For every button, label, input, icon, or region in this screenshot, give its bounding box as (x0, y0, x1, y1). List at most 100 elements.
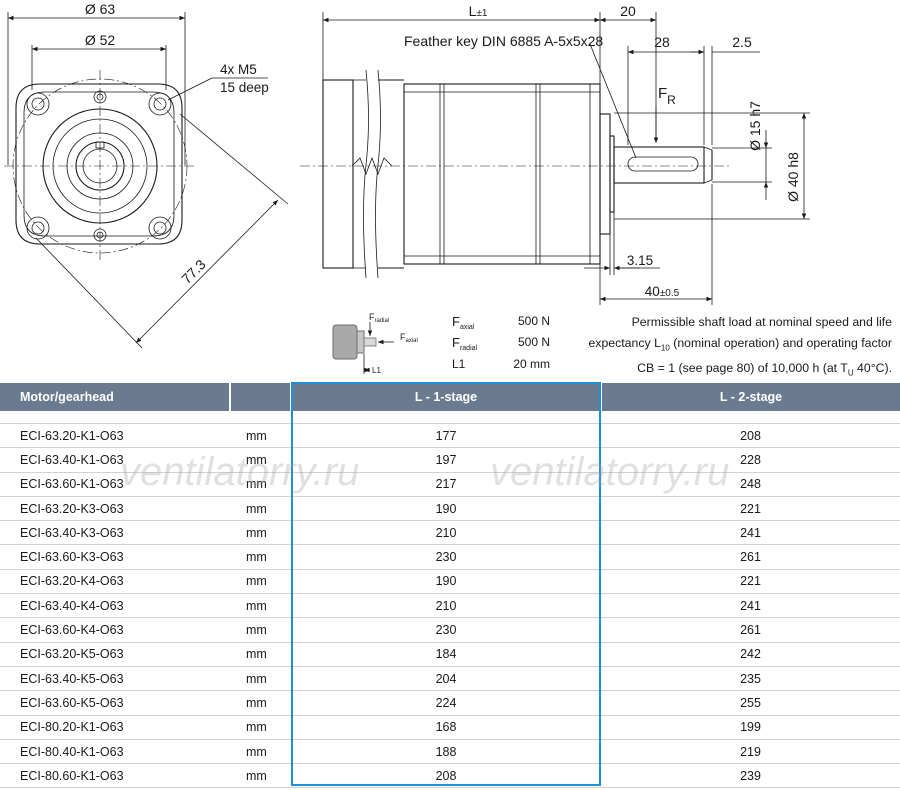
cell-model: ECI-63.20-K4-O63 (0, 569, 230, 595)
dim-L: L (469, 3, 477, 19)
dim-diagonal: 77.3 (178, 256, 209, 287)
cell-unit: mm (230, 569, 291, 595)
load-axial-symbol: F (452, 314, 460, 329)
cell-model: ECI-63.40-K4-O63 (0, 593, 230, 619)
cell-l-1-stage: 210 (291, 593, 601, 619)
label-thread: 4x M5 (220, 62, 257, 77)
load-axial-value: 500 N (517, 314, 550, 328)
load-l1-value: 20 mm (513, 357, 550, 371)
header-motor-gearhead: Motor/gearhead (0, 383, 231, 411)
cell-model: ECI-63.40-K3-O63 (0, 520, 230, 546)
cell-l-2-stage: 208 (601, 423, 900, 449)
cell-l-1-stage: 197 (291, 447, 601, 473)
diagram-l1: L1 (372, 366, 381, 375)
front-view: Ø 63 Ø 52 4x M5 15 deep (4, 1, 289, 349)
label-fr-sub: R (667, 93, 676, 107)
cell-unit: mm (230, 763, 291, 789)
cell-unit: mm (230, 666, 291, 692)
cell-unit: mm (230, 642, 291, 667)
cell-l-2-stage: 241 (601, 593, 900, 619)
cell-unit: mm (230, 739, 291, 765)
cell-l-1-stage: 184 (291, 642, 601, 667)
cell-l-1-stage: 210 (291, 520, 601, 546)
dim-28: 28 (654, 34, 670, 50)
cell-model: ECI-63.60-K5-O63 (0, 690, 230, 716)
cell-unit: mm (230, 447, 291, 473)
note-line-2-b: (nominal operation) and operating factor (669, 336, 892, 350)
cell-l-1-stage: 208 (291, 763, 601, 789)
shaft-load-note: Permissible shaft load at nominal speed … (560, 312, 892, 384)
technical-drawing: Ø 63 Ø 52 4x M5 15 deep (4, 1, 810, 375)
dim-40: 40 (645, 284, 660, 299)
cell-l-1-stage: 230 (291, 544, 601, 570)
table-spacer-row (0, 411, 900, 424)
svg-text:40±0.5: 40±0.5 (645, 284, 680, 299)
note-line-2-a: expectancy L (588, 336, 661, 350)
load-radial-value: 500 N (517, 335, 550, 349)
cell-unit: mm (230, 423, 291, 449)
cell-unit: mm (230, 617, 291, 643)
load-axial: Faxial 500 N (452, 314, 550, 332)
cell-unit: mm (230, 593, 291, 619)
label-feather-key: Feather key DIN 6885 A-5x5x28 (404, 33, 603, 49)
diagram-f-axial: F (400, 332, 406, 342)
cell-unit: mm (230, 472, 291, 497)
cell-l-2-stage: 248 (601, 472, 900, 497)
cell-l-1-stage: 188 (291, 739, 601, 765)
svg-text:FR: FR (658, 85, 676, 107)
header-l-1-stage: L - 1-stage (291, 383, 602, 411)
cell-l-2-stage: 199 (601, 715, 900, 740)
load-axial-sub: axial (459, 324, 475, 331)
cell-l-2-stage: 255 (601, 690, 900, 716)
load-l1-symbol: L1 (452, 357, 466, 371)
note-line-2: expectancy L10 (nominal operation) and o… (560, 333, 892, 358)
dim-L-tol: ±1 (476, 8, 487, 19)
cell-l-2-stage: 221 (601, 496, 900, 522)
cell-l-1-stage: 177 (291, 423, 601, 449)
cell-model: ECI-80.60-K1-O63 (0, 763, 230, 789)
note-line-3-a: CB = 1 (see page 80) of 10,000 h (at T (637, 361, 848, 376)
cell-l-1-stage: 217 (291, 472, 601, 497)
cell-l-2-stage: 221 (601, 569, 900, 595)
dim-d15: Ø 15 h7 (747, 101, 763, 151)
cell-l-2-stage: 228 (601, 447, 900, 473)
note-line-1: Permissible shaft load at nominal speed … (631, 315, 892, 329)
diagram-f-axial-sub: axial (406, 338, 418, 344)
cell-model: ECI-63.20-K3-O63 (0, 496, 230, 522)
cell-l-2-stage: 235 (601, 666, 900, 692)
dim-20: 20 (620, 3, 636, 19)
diagram-f-radial-sub: radial (375, 318, 390, 324)
cell-l-1-stage: 190 (291, 496, 601, 522)
cell-l-1-stage: 230 (291, 617, 601, 643)
cell-l-1-stage: 190 (291, 569, 601, 595)
cell-l-1-stage: 204 (291, 666, 601, 692)
svg-text:Fradial: Fradial (369, 312, 389, 324)
header-l-2-stage: L - 2-stage (601, 383, 900, 411)
note-line-3-sub: U (847, 368, 854, 378)
load-diagram: Fradial Faxial L1 (332, 312, 418, 375)
table-header-row: Motor/gearhead L - 1-stage L - 2-stage (0, 383, 900, 411)
label-fr: F (658, 85, 667, 102)
cell-model: ECI-63.40-K5-O63 (0, 666, 230, 692)
cell-l-1-stage: 224 (291, 690, 601, 716)
dim-d63: Ø 63 (85, 1, 116, 17)
cell-unit: mm (230, 690, 291, 716)
cell-model: ECI-63.40-K1-O63 (0, 447, 230, 473)
cell-unit: mm (230, 715, 291, 740)
note-line-3-b: 40°C). (853, 361, 892, 376)
svg-text:L±1: L±1 (469, 3, 488, 19)
load-l1: L1 20 mm (452, 357, 550, 375)
side-view: L±1 20 Feather key DIN 6885 A-5x5x28 28 … (300, 3, 810, 305)
